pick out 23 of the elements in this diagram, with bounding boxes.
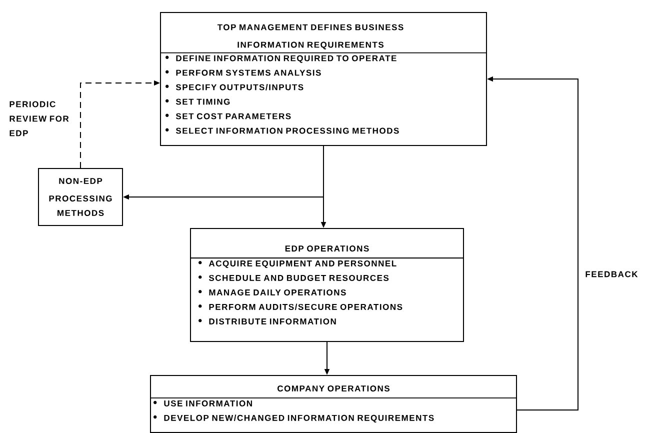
bullet-item: MANAGE DAILY OPERATIONS: [198, 289, 346, 296]
box-heading: NON-EDP PROCESSING METHODS: [49, 178, 112, 216]
process-box: [38, 168, 123, 226]
box-heading: COMPANY OPERATIONS: [278, 385, 390, 392]
bullet-item: DEVELOP NEW/CHANGED INFORMATION REQUIREMENTS: [154, 414, 434, 422]
bullet-item: SCHEDULE AND BUDGET RESOURCES: [198, 274, 389, 281]
bullet-item: SPECIFY OUTPUTS/INPUTS: [166, 84, 304, 90]
bullet-item: SET TIMING: [166, 98, 230, 105]
edge-label: PERIODIC REVIEW FOR EDP: [10, 101, 69, 136]
bullet-item: SELECT INFORMATION PROCESSING METHODS: [166, 128, 399, 134]
bullet-item: ACQUIRE EQUIPMENT AND PERSONNEL: [198, 260, 396, 268]
box-heading: EDP OPERATIONS: [285, 246, 369, 252]
bullet-item: DISTRIBUTE INFORMATION: [198, 318, 336, 324]
bullet-item: PERFORM SYSTEMS ANALYSIS: [166, 70, 321, 76]
bullet-item: PERFORM AUDITS/SECURE OPERATIONS: [198, 304, 402, 310]
bullet-item: SET COST PARAMETERS: [166, 113, 291, 120]
process-box: [150, 375, 517, 433]
process-box: [160, 12, 487, 146]
process-box: [190, 228, 464, 342]
bullet-item: DEFINE INFORMATION REQUIRED TO OPERATE: [166, 55, 396, 63]
box-heading: TOP MANAGEMENT DEFINES BUSINESS INFORMATION REQUIREMENTS: [217, 24, 404, 50]
bullet-item: USE INFORMATION: [154, 400, 252, 406]
edge-label: FEEDBACK: [586, 271, 638, 278]
